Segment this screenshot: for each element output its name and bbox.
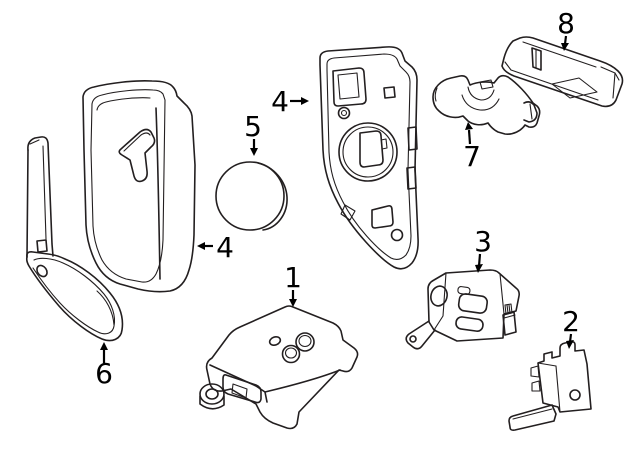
callout-7: 7 <box>463 122 481 173</box>
part-retainer-clip <box>432 74 541 135</box>
bracket-hole <box>569 389 581 401</box>
part-emergency-key-blade <box>25 136 124 342</box>
part-mounting-bracket <box>405 269 520 350</box>
callout-8-arrow <box>563 35 568 45</box>
callout-5: 5 <box>244 110 262 156</box>
part-key-fob-shell <box>82 80 196 293</box>
callout-8: 8 <box>557 7 575 51</box>
callout-2: 2 <box>562 305 580 349</box>
key-head-hole <box>36 264 48 278</box>
callout-4-fob-label: 4 <box>271 85 289 118</box>
callout-4-shell: 4 <box>197 231 234 264</box>
chevron-logo <box>118 128 156 183</box>
callout-7-arrow <box>467 129 472 145</box>
bracket-hole <box>430 285 448 307</box>
part-receiver-module <box>199 305 359 430</box>
module-mounting-ring <box>199 383 225 405</box>
part-coin-cell-battery <box>215 161 288 231</box>
callout-6: 6 <box>95 342 113 390</box>
callout-4-shell-label: 4 <box>216 231 234 264</box>
callout-8-label: 8 <box>557 7 575 40</box>
callout-1: 1 <box>284 261 302 307</box>
battery-compartment <box>338 122 398 182</box>
callout-5-label: 5 <box>244 110 262 143</box>
callout-1-label: 1 <box>284 261 302 294</box>
callout-2-label: 2 <box>562 305 580 338</box>
part-small-mounting-bracket <box>508 341 592 431</box>
fob-window <box>332 67 367 107</box>
callout-3: 3 <box>474 225 492 273</box>
key-slot <box>359 130 384 168</box>
callout-3-arrow <box>477 253 482 267</box>
module-connector-panel <box>222 374 262 404</box>
callout-7-label: 7 <box>463 140 481 173</box>
callout-4-fob: 4 <box>271 85 309 118</box>
callout-6-label: 6 <box>95 357 113 390</box>
part-key-fob-transmitter <box>319 46 419 270</box>
part-mounting-tray <box>501 36 624 108</box>
callout-3-label: 3 <box>474 225 492 258</box>
